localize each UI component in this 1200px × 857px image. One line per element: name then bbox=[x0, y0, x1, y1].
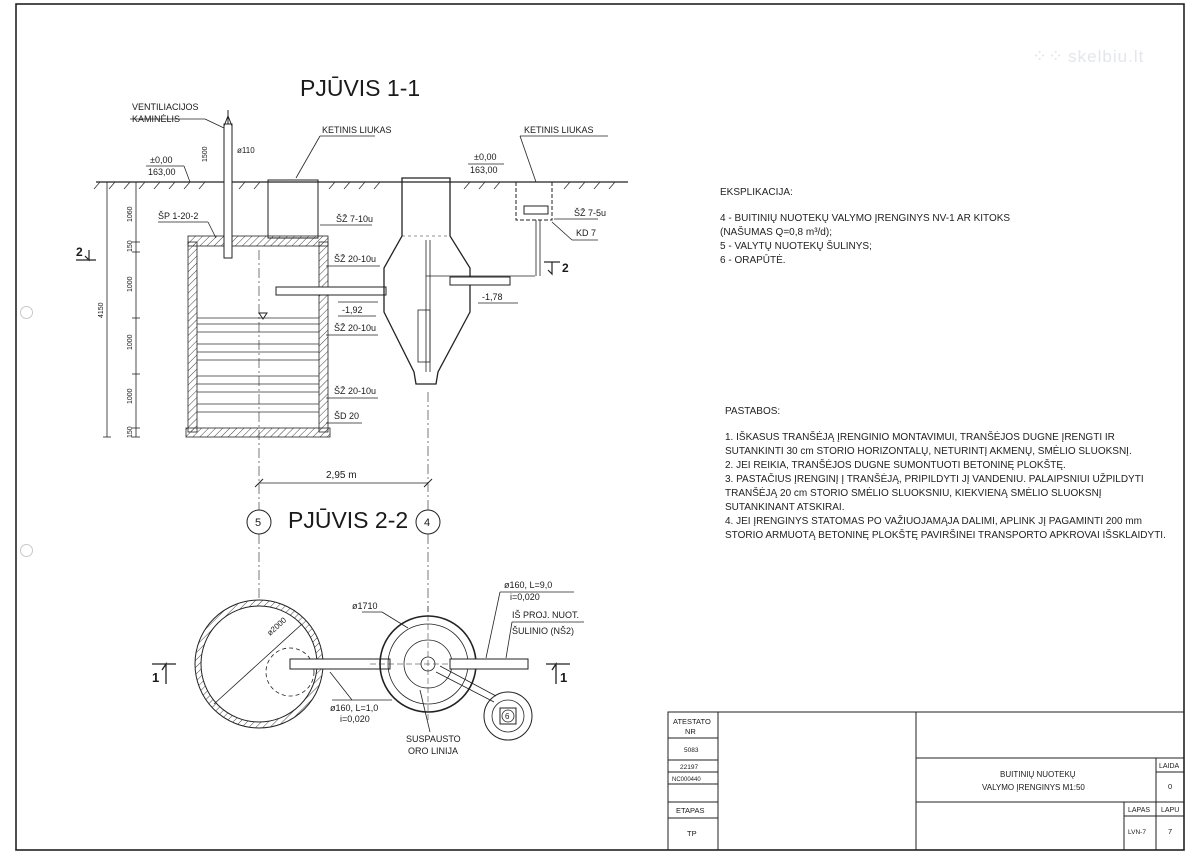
outlet-pipe bbox=[275, 286, 387, 296]
section-2-title: PJŪVIS 2-2 bbox=[288, 507, 408, 533]
binder-hole-top bbox=[20, 306, 33, 319]
etapas-value: TP bbox=[687, 829, 697, 838]
vent-label-2: KAMINĖLIS bbox=[132, 114, 180, 124]
hatch-left-label: KETINIS LIUKAS bbox=[322, 125, 392, 135]
source-2: ŠULINIO (NŠ2) bbox=[512, 626, 574, 636]
explication-item: 6 - ORAPŪTĖ. bbox=[720, 255, 786, 266]
explication: EKSPLIKACIJA: 4 - BUITINIŲ NUOTEKŲ VALYM… bbox=[720, 186, 1120, 268]
notes-heading: PASTABOS: bbox=[725, 406, 781, 417]
notes: PASTABOS: 1. IŠKASUS TRANŠĖJĄ ĮRENGINIO … bbox=[725, 405, 1170, 543]
pipe-out-1: ø160, L=1,0 bbox=[330, 703, 378, 713]
kd-7-label: KD 7 bbox=[576, 228, 596, 238]
hatch-right-label: KETINIS LIUKAS bbox=[524, 125, 594, 135]
vdim-1: 1060 bbox=[127, 206, 134, 222]
axis-5-label: 5 bbox=[255, 517, 261, 529]
lapas-label: LAPAS bbox=[1128, 807, 1150, 814]
well-left-wall-left bbox=[187, 241, 198, 433]
well-left-cover bbox=[187, 235, 329, 247]
vent-height: 1500 bbox=[202, 146, 209, 162]
axis-6-bubble bbox=[501, 709, 515, 723]
sz-20-10-c: ŠŽ 20-10u bbox=[334, 386, 376, 396]
cut-marker-1-left: 1 bbox=[152, 670, 159, 685]
level-right-2: 163,00 bbox=[470, 165, 498, 175]
level-left-2: 163,00 bbox=[148, 167, 176, 177]
air-line-1: SUSPAUSTO bbox=[406, 734, 461, 744]
ground-hatch bbox=[93, 181, 616, 190]
sp-label: ŠP 1-20-2 bbox=[158, 211, 198, 221]
water-level-mark bbox=[258, 312, 268, 320]
level-178: -1,78 bbox=[482, 292, 503, 302]
cert-number-3: NC000440 bbox=[672, 777, 701, 783]
vdim-2: 150 bbox=[127, 240, 134, 252]
vdim-6: 150 bbox=[127, 426, 134, 438]
drawing-title-2: VALYMO ĮRENGINYS M1:50 bbox=[982, 783, 1085, 792]
explication-item: 5 - VALYTŲ NUOTEKŲ ŠULINYS; bbox=[720, 241, 872, 252]
explication-item: 4 - BUITINIŲ NUOTEKŲ VALYMO ĮRENGINYS NV… bbox=[720, 213, 1011, 224]
title-block bbox=[667, 711, 1185, 851]
note-item: 1. IŠKASUS TRANŠĖJĄ ĮRENGINIO MONTAVIMUI… bbox=[725, 432, 1132, 457]
pipe-out-2: i=0,020 bbox=[340, 714, 370, 724]
dia-1710: ø1710 bbox=[352, 601, 378, 611]
atestato-label-1: ATESTATO bbox=[673, 717, 711, 726]
explication-heading: EKSPLIKACIJA: bbox=[720, 187, 793, 198]
width-dim: 2,95 m bbox=[326, 470, 357, 481]
sd-20-label: ŠD 20 bbox=[334, 411, 359, 421]
treatment-unit-body bbox=[383, 177, 471, 385]
air-line-2: ORO LINIJA bbox=[408, 746, 458, 756]
sheet-frame bbox=[15, 3, 1185, 851]
laida-value: 0 bbox=[1168, 782, 1172, 791]
cut-marker-2-left: 2 bbox=[76, 245, 83, 259]
well-left-rings bbox=[197, 317, 319, 413]
vent-pipe bbox=[223, 123, 233, 259]
cut-marker-2-right: 2 bbox=[562, 261, 569, 275]
well-left-wall-right bbox=[318, 241, 329, 433]
explication-item: (NAŠUMAS Q=0,8 m³/d); bbox=[720, 227, 832, 238]
binder-hole-bottom bbox=[20, 544, 33, 557]
watermark-text: skelbiu.lt bbox=[1068, 47, 1145, 66]
drawing-title-1: BUITINIŲ NUOTEKŲ bbox=[1000, 770, 1076, 779]
plan-blower-outer bbox=[483, 691, 533, 741]
sz-7-10-label: ŠŽ 7-10u bbox=[336, 214, 373, 224]
cut-marker-1-right: 1 bbox=[560, 670, 567, 685]
note-item: 4. JEI ĮRENGINYS STATOMAS PO VAŽIUOJAMĄJ… bbox=[725, 516, 1166, 541]
section-1-title: PJŪVIS 1-1 bbox=[300, 75, 420, 101]
lapu-value: 7 bbox=[1168, 827, 1172, 836]
vent-diameter: ø110 bbox=[237, 146, 255, 155]
level-right-1: ±0,00 bbox=[474, 152, 496, 162]
sz-20-10-b: ŠŽ 20-10u bbox=[334, 323, 376, 333]
vdim-5: 1000 bbox=[127, 388, 134, 404]
vdim-total: 4150 bbox=[98, 302, 105, 318]
sz-7-5-label: ŠŽ 7-5u bbox=[574, 208, 606, 218]
vent-label-1: VENTILIACIJOS bbox=[132, 102, 199, 112]
blower-box bbox=[515, 181, 553, 221]
note-item: 2. JEI REIKIA, TRANŠĖJOS DUGNE SUMONTUOT… bbox=[725, 460, 1066, 471]
plan-pipe-in bbox=[449, 658, 529, 670]
inlet-pipe bbox=[449, 276, 511, 286]
axis-4-label: 4 bbox=[424, 517, 430, 529]
sz-20-10-a: ŠŽ 20-10u bbox=[334, 254, 376, 264]
axis-6-label: 6 bbox=[505, 712, 510, 721]
level-192: -1,92 bbox=[342, 305, 363, 315]
note-item: 3. PASTAČIUS ĮRENGINĮ Į TRANŠĖJĄ, PRIPIL… bbox=[725, 474, 1144, 513]
well-left-neck bbox=[267, 179, 319, 239]
etapas-label: ETAPAS bbox=[676, 806, 704, 815]
atestato-label-2: NR bbox=[685, 727, 696, 736]
lapu-label: LAPU bbox=[1161, 807, 1179, 814]
pipe-in-1: ø160, L=9,0 bbox=[504, 580, 552, 590]
cert-number-2: 22197 bbox=[680, 764, 698, 771]
vdim-3: 1000 bbox=[127, 276, 134, 292]
vdim-4: 1000 bbox=[127, 334, 134, 350]
laida-label: LAIDA bbox=[1159, 763, 1180, 770]
watermark-dots-icon: ⁘⁘ bbox=[1032, 46, 1065, 66]
well-left-bottom bbox=[185, 427, 331, 438]
cert-number-1: 5083 bbox=[684, 747, 699, 754]
level-left-1: ±0,00 bbox=[150, 155, 172, 165]
lapas-value: LVN-7 bbox=[1128, 829, 1146, 836]
pipe-in-2: i=0,020 bbox=[510, 592, 540, 602]
watermark: ⁘⁘skelbiu.lt bbox=[1032, 46, 1144, 67]
source-1: IŠ PROJ. NUOT. bbox=[512, 610, 579, 620]
